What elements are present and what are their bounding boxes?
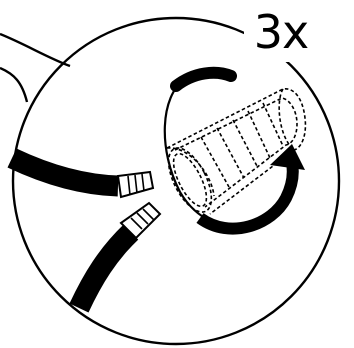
repeat-count-label: 3x [244,2,318,62]
